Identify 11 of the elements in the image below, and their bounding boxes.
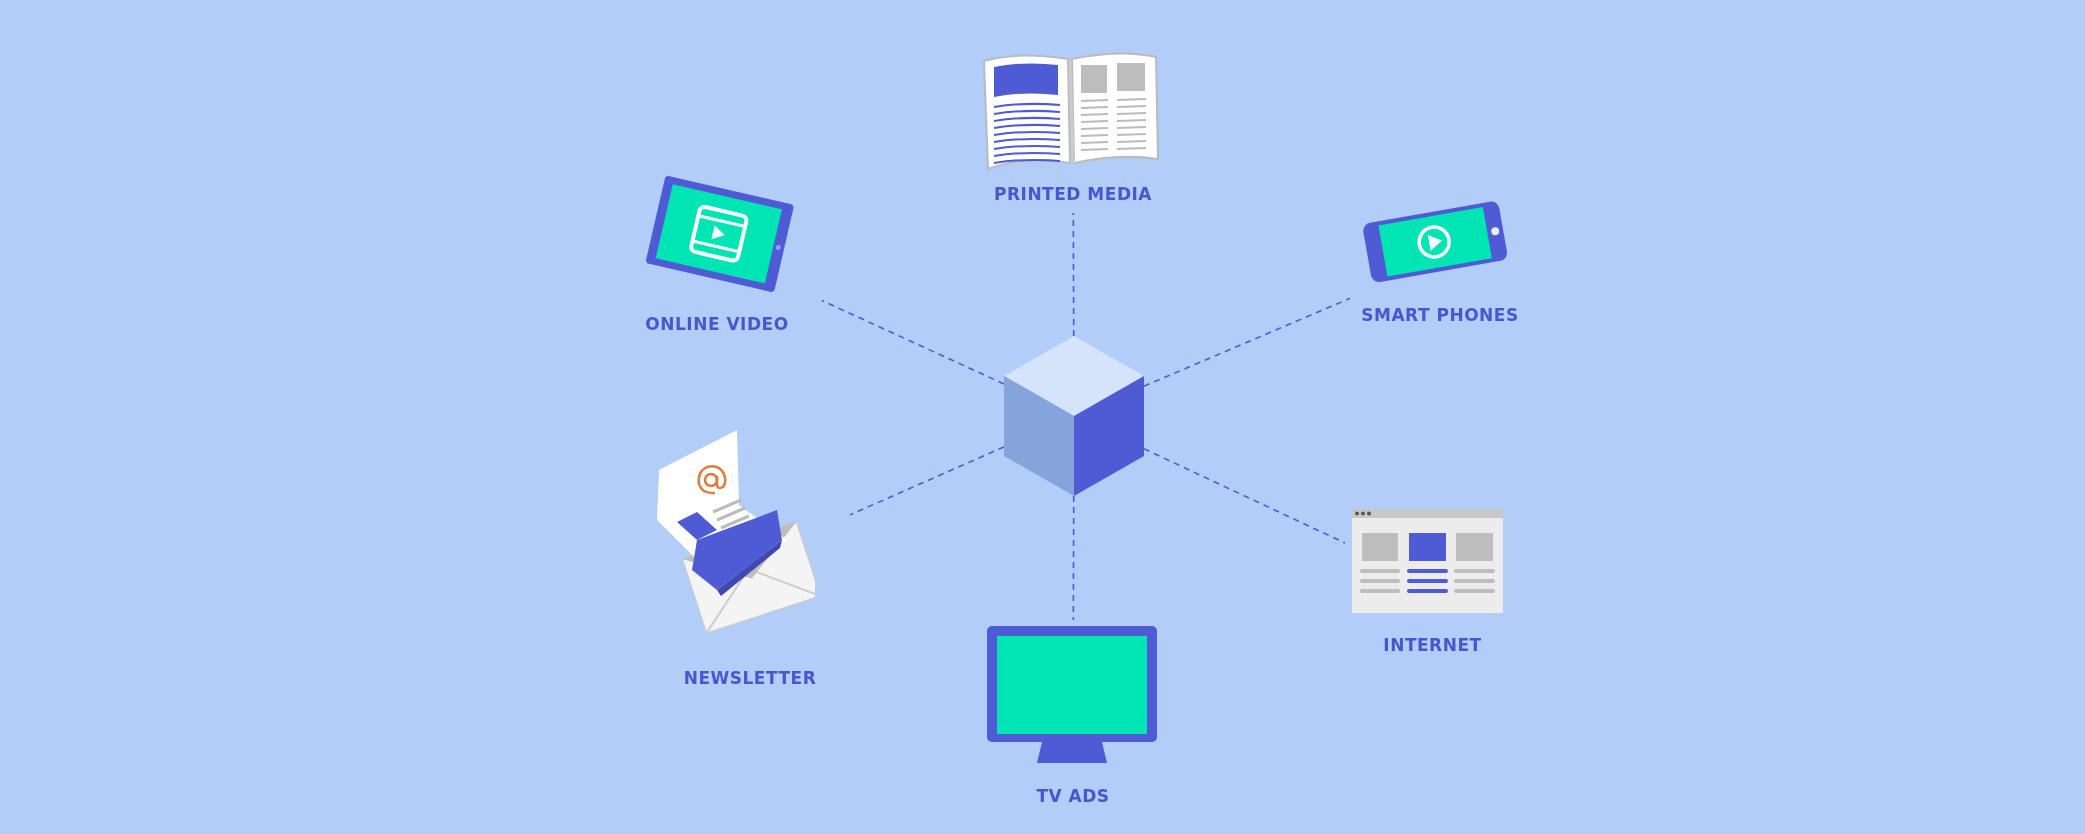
dashed-connector [1072,212,1075,337]
dashed-connector [821,299,1005,385]
channel-label: NEWSLETTER [682,668,818,688]
channel-label: TV ADS [1035,786,1111,806]
channel-label: INTERNET [1382,635,1483,655]
dashed-connector [1072,495,1075,621]
dashed-connector [849,446,1005,516]
dashed-connector [1143,448,1346,544]
channel-label: PRINTED MEDIA [993,184,1153,204]
channel-label: SMART PHONES [1360,305,1520,325]
channel-label: ONLINE VIDEO [644,314,790,334]
